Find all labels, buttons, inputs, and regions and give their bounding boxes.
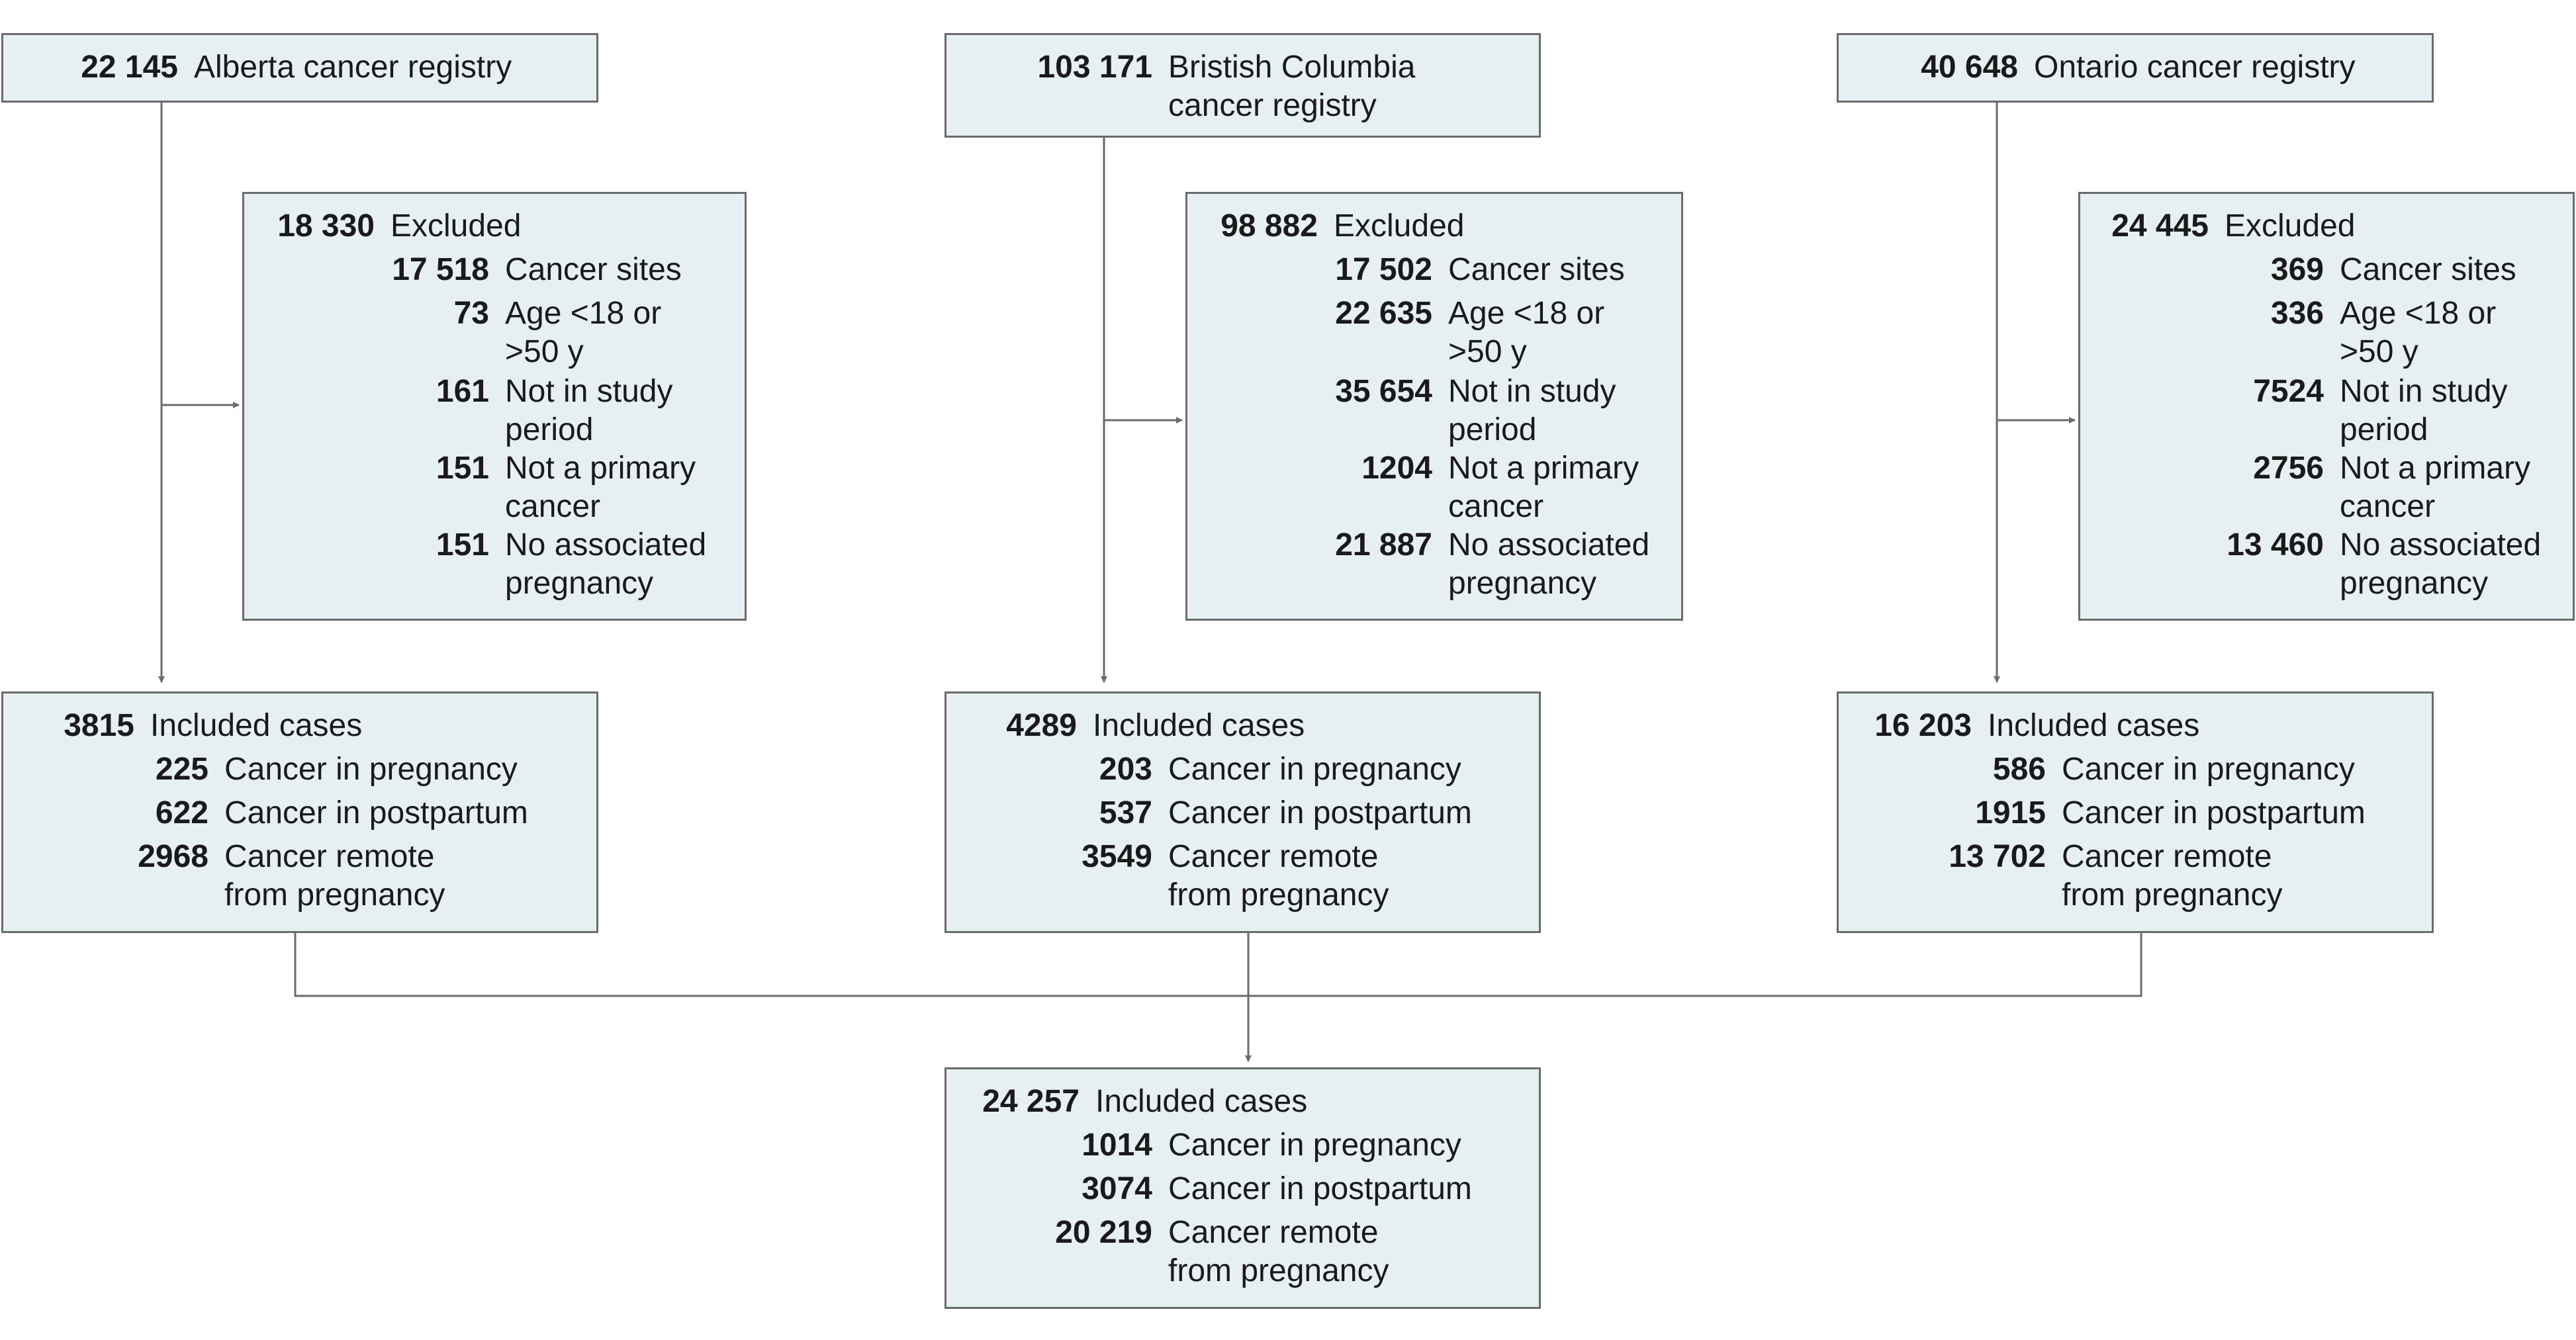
bc-included-label: Included cases xyxy=(1093,708,1305,743)
alberta-excluded-box: 18 330 Excluded 17 518 Cancer sites 73 A… xyxy=(242,192,747,621)
ontario-excluded-item-label: Age <18 or >50 y xyxy=(2340,296,2497,369)
bc-excluded-item-label: Cancer sites xyxy=(1448,252,1625,287)
alberta-excluded-item-count: 151 xyxy=(436,527,489,562)
total-included-item-label: Cancer in pregnancy xyxy=(1168,1128,1461,1163)
total-included-item-count: 1014 xyxy=(1081,1128,1152,1163)
ontario-excluded-item-label: Not a primary cancer xyxy=(2340,451,2531,524)
ontario-excluded-item-count: 2756 xyxy=(2253,451,2324,486)
alberta-excluded-item-label: Cancer sites xyxy=(505,252,682,287)
alberta-excluded-item-label: Not a primary cancer xyxy=(505,451,696,524)
ontario-included-box: 16 203 Included cases 586 Cancer in preg… xyxy=(1837,692,2434,933)
ontario-excluded-count: 24 445 xyxy=(2111,208,2209,244)
bc-registry-box: 103 171 Bristish Columbia cancer registr… xyxy=(944,33,1541,138)
ontario-included-item-label: Cancer in postpartum xyxy=(2062,795,2366,830)
bc-excluded-item-label: No associated pregnancy xyxy=(1448,527,1650,601)
total-included-item-count: 3074 xyxy=(1081,1171,1152,1206)
bc-included-item-label: Cancer in postpartum xyxy=(1168,795,1472,830)
ontario-excluded-item-count: 369 xyxy=(2270,252,2324,287)
bc-excluded-item-label: Not a primary cancer xyxy=(1448,451,1639,524)
bc-included-box: 4289 Included cases 203 Cancer in pregna… xyxy=(944,692,1541,933)
alberta-excluded-item-label: Not in study period xyxy=(505,374,673,447)
ontario-included-item-label: Cancer remote from pregnancy xyxy=(2062,839,2283,913)
alberta-registry-box: 22 145 Alberta cancer registry xyxy=(1,33,598,103)
bc-included-item-label: Cancer in pregnancy xyxy=(1168,752,1461,787)
bc-excluded-item-count: 22 635 xyxy=(1335,296,1432,331)
ontario-excluded-item-count: 336 xyxy=(2270,296,2324,331)
ontario-excluded-label: Excluded xyxy=(2225,208,2356,244)
alberta-excluded-item-count: 161 xyxy=(436,374,489,409)
alberta-included-box: 3815 Included cases 225 Cancer in pregna… xyxy=(1,692,598,933)
bc-registry-count: 103 171 xyxy=(1037,50,1152,85)
alberta-registry-label: Alberta cancer registry xyxy=(194,50,512,85)
alberta-included-item-count: 225 xyxy=(155,752,208,787)
alberta-excluded-item-count: 151 xyxy=(436,451,489,486)
bc-excluded-box: 98 882 Excluded 17 502 Cancer sites 22 6… xyxy=(1185,192,1683,621)
ontario-registry-label: Ontario cancer registry xyxy=(2034,50,2356,85)
alberta-excluded-count: 18 330 xyxy=(277,208,375,244)
total-included-box: 24 257 Included cases 1014 Cancer in pre… xyxy=(944,1067,1541,1309)
alberta-included-label: Included cases xyxy=(150,708,363,743)
ontario-included-item-count: 13 702 xyxy=(1949,839,2046,874)
ontario-registry-box: 40 648 Ontario cancer registry xyxy=(1837,33,2434,103)
ontario-registry-count: 40 648 xyxy=(1921,50,2018,85)
ontario-excluded-item-label: No associated pregnancy xyxy=(2340,527,2542,601)
alberta-excluded-label: Excluded xyxy=(391,208,522,244)
alberta-included-item-count: 2968 xyxy=(138,839,208,874)
ontario-included-item-label: Cancer in pregnancy xyxy=(2062,752,2355,787)
ontario-included-label: Included cases xyxy=(1988,708,2200,743)
alberta-excluded-item-label: No associated pregnancy xyxy=(505,527,707,601)
bc-excluded-count: 98 882 xyxy=(1220,208,1318,244)
bc-included-item-label: Cancer remote from pregnancy xyxy=(1168,839,1389,913)
total-included-label: Included cases xyxy=(1095,1084,1308,1119)
ontario-excluded-box: 24 445 Excluded 369 Cancer sites 336 Age… xyxy=(2078,192,2575,621)
bc-excluded-item-count: 1204 xyxy=(1361,451,1432,486)
bc-excluded-item-count: 35 654 xyxy=(1335,374,1432,409)
merge-line xyxy=(294,933,2142,997)
bc-included-item-count: 3549 xyxy=(1081,839,1152,874)
alberta-included-item-label: Cancer remote from pregnancy xyxy=(224,839,445,913)
bc-registry-label: Bristish Columbia cancer registry xyxy=(1168,50,1416,123)
bc-included-count: 4289 xyxy=(1006,708,1077,743)
alberta-excluded-item-count: 17 518 xyxy=(392,252,489,287)
total-included-item-label: Cancer remote from pregnancy xyxy=(1168,1215,1389,1288)
alberta-included-item-label: Cancer in postpartum xyxy=(224,795,528,830)
alberta-included-count: 3815 xyxy=(64,708,134,743)
bc-excluded-label: Excluded xyxy=(1334,208,1465,244)
alberta-registry-count: 22 145 xyxy=(81,50,178,85)
bc-excluded-item-count: 21 887 xyxy=(1335,527,1432,562)
ontario-excluded-item-label: Cancer sites xyxy=(2340,252,2516,287)
ontario-excluded-item-count: 7524 xyxy=(2253,374,2324,409)
alberta-excluded-item-label: Age <18 or >50 y xyxy=(505,296,662,369)
ontario-excluded-item-label: Not in study period xyxy=(2340,374,2508,447)
alberta-excluded-item-count: 73 xyxy=(453,296,489,331)
ontario-included-item-count: 586 xyxy=(1992,752,2046,787)
total-included-item-label: Cancer in postpartum xyxy=(1168,1171,1472,1206)
bc-excluded-item-label: Not in study period xyxy=(1448,374,1616,447)
total-included-item-count: 20 219 xyxy=(1055,1215,1152,1250)
bc-excluded-item-count: 17 502 xyxy=(1335,252,1432,287)
alberta-included-item-label: Cancer in pregnancy xyxy=(224,752,518,787)
alberta-included-item-count: 622 xyxy=(155,795,208,830)
bc-excluded-item-label: Age <18 or >50 y xyxy=(1448,296,1605,369)
ontario-included-count: 16 203 xyxy=(1874,708,1972,743)
ontario-included-item-count: 1915 xyxy=(1975,795,2046,830)
total-included-count: 24 257 xyxy=(982,1084,1080,1119)
bc-included-item-count: 537 xyxy=(1099,795,1152,830)
ontario-excluded-item-count: 13 460 xyxy=(2227,527,2324,562)
bc-included-item-count: 203 xyxy=(1099,752,1152,787)
